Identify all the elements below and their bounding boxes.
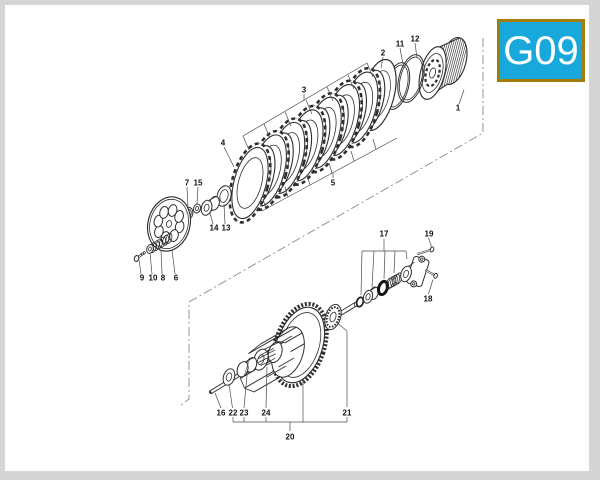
part-callout-22: 22 (229, 409, 238, 418)
part-callout-9: 9 (140, 274, 145, 283)
part-callout-5: 5 (331, 179, 336, 188)
splined-sleeve-part24 (253, 341, 283, 371)
cylinder-body (400, 255, 430, 288)
part-callout-3: 3 (302, 86, 307, 95)
screw-part9 (133, 251, 147, 262)
boundary-dash-dot-line (180, 38, 484, 406)
part-callout-10: 10 (149, 274, 158, 283)
part-callout-6: 6 (174, 274, 179, 283)
clutch-drum-part1 (418, 37, 468, 101)
part-callout-15: 15 (194, 179, 203, 188)
part-callout-4: 4 (221, 139, 226, 148)
drawing-panel (5, 5, 589, 471)
bushing-part23 (236, 356, 258, 378)
part-callout-8: 8 (161, 274, 166, 283)
part-callout-11: 11 (396, 40, 405, 49)
part-callout-24: 24 (262, 409, 271, 418)
part-callout-2: 2 (381, 49, 386, 58)
part-callout-21: 21 (343, 409, 352, 418)
part-callout-16: 16 (217, 409, 226, 418)
cup-part17b (362, 286, 379, 304)
seal-part17c (376, 279, 390, 297)
upper-assembly-clutch-pack (133, 37, 468, 262)
part-callout-14: 14 (210, 224, 219, 233)
page-code-badge[interactable]: G09 (497, 19, 585, 82)
pressure-plate-part6 (146, 196, 192, 252)
part-callout-12: 12 (411, 35, 420, 44)
part-callout-20: 20 (286, 433, 295, 442)
hub-part14 (200, 195, 220, 216)
part-callout-13: 13 (222, 224, 231, 233)
leader-lines (138, 42, 465, 431)
part-callout-17: 17 (380, 230, 389, 239)
part-callout-23: 23 (240, 409, 249, 418)
page-code-label: G09 (503, 28, 579, 73)
part-callout-19: 19 (425, 230, 434, 239)
screw-part18 (425, 269, 438, 279)
o-ring-part17a (355, 296, 365, 308)
screw-part19 (417, 246, 435, 255)
part-callout-1: 1 (456, 104, 461, 113)
part-callout-18: 18 (424, 295, 433, 304)
clutch-plate-stack-parts2-3-5-4 (220, 55, 404, 229)
washer-part22 (222, 368, 236, 386)
disc-part13 (216, 185, 232, 207)
part-callout-7: 7 (185, 179, 190, 188)
washer-part10 (146, 244, 154, 254)
washer-part15 (193, 203, 201, 214)
spring-part17d (385, 272, 403, 290)
lower-assembly-clutch-basket (209, 246, 438, 394)
